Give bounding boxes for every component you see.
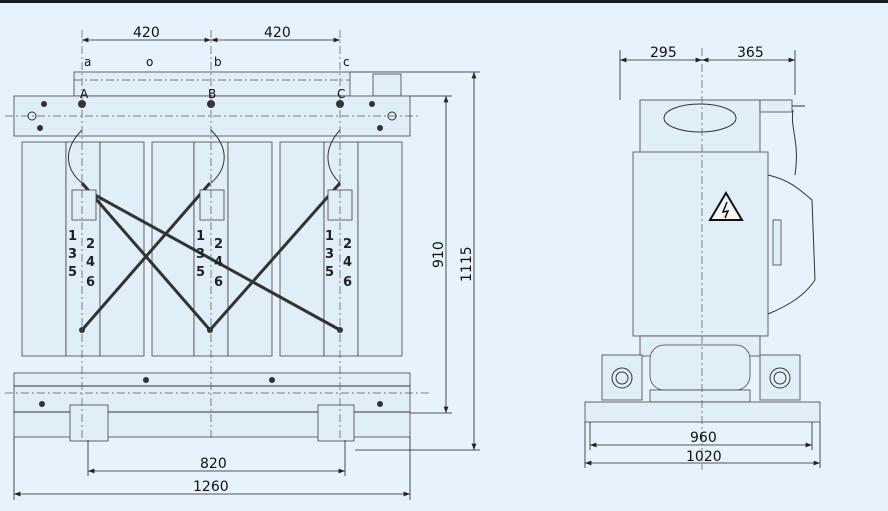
tap-3: 3 bbox=[196, 247, 205, 262]
tap-4: 4 bbox=[214, 255, 223, 270]
label-b: b bbox=[214, 55, 222, 69]
coils bbox=[21, 141, 403, 357]
side-base bbox=[584, 401, 821, 423]
tap-2: 2 bbox=[343, 237, 352, 252]
tap-3: 3 bbox=[325, 247, 334, 262]
tap-6: 6 bbox=[343, 275, 352, 290]
label-a: a bbox=[84, 55, 91, 69]
tap-2: 2 bbox=[214, 237, 223, 252]
side-dimension-lines bbox=[584, 50, 821, 468]
left-wheel-bracket bbox=[601, 354, 643, 401]
label-A: A bbox=[80, 87, 89, 101]
dim-960: 960 bbox=[690, 430, 717, 446]
dim-420-left: 420 bbox=[133, 25, 160, 41]
dim-1115: 1115 bbox=[459, 246, 475, 282]
tap-6: 6 bbox=[86, 275, 95, 290]
side-view: 295 365 960 1020 bbox=[584, 45, 821, 470]
right-wheel-bracket bbox=[759, 354, 801, 401]
dim-365: 365 bbox=[737, 45, 764, 61]
tap-4: 4 bbox=[86, 255, 95, 270]
dim-420-right: 420 bbox=[264, 25, 291, 41]
high-voltage-warning-icon bbox=[708, 191, 744, 221]
front-view: a o b c A B C 1 2 3 4 5 6 1 2 3 4 5 6 1 … bbox=[5, 25, 480, 500]
tap-5: 5 bbox=[325, 265, 334, 280]
tap-1: 1 bbox=[196, 229, 205, 244]
tap-labels: 1 2 3 4 5 6 1 2 3 4 5 6 1 2 3 4 5 6 bbox=[68, 229, 352, 290]
dim-295: 295 bbox=[650, 45, 677, 61]
enclosure bbox=[632, 151, 769, 337]
dim-1260: 1260 bbox=[193, 479, 229, 495]
tap-3: 3 bbox=[68, 247, 77, 262]
top-assembly bbox=[639, 99, 761, 156]
bushing bbox=[759, 99, 793, 113]
tap-6: 6 bbox=[214, 275, 223, 290]
tap-1: 1 bbox=[325, 229, 334, 244]
lower-coil bbox=[649, 344, 751, 391]
tap-4: 4 bbox=[343, 255, 352, 270]
dim-820: 820 bbox=[200, 456, 227, 472]
tap-2: 2 bbox=[86, 237, 95, 252]
label-C: C bbox=[337, 87, 345, 101]
label-c: c bbox=[343, 55, 350, 69]
bottom-feet bbox=[69, 404, 355, 442]
tap-5: 5 bbox=[196, 265, 205, 280]
tap-1: 1 bbox=[68, 229, 77, 244]
leads bbox=[68, 129, 342, 332]
dimension-lines bbox=[13, 37, 480, 500]
terminal-box bbox=[372, 73, 402, 97]
tap-5: 5 bbox=[68, 265, 77, 280]
dim-910: 910 bbox=[431, 241, 447, 268]
label-B: B bbox=[208, 87, 216, 101]
top-border bbox=[0, 0, 888, 3]
dim-1020: 1020 bbox=[686, 449, 722, 465]
label-o: o bbox=[146, 55, 153, 69]
